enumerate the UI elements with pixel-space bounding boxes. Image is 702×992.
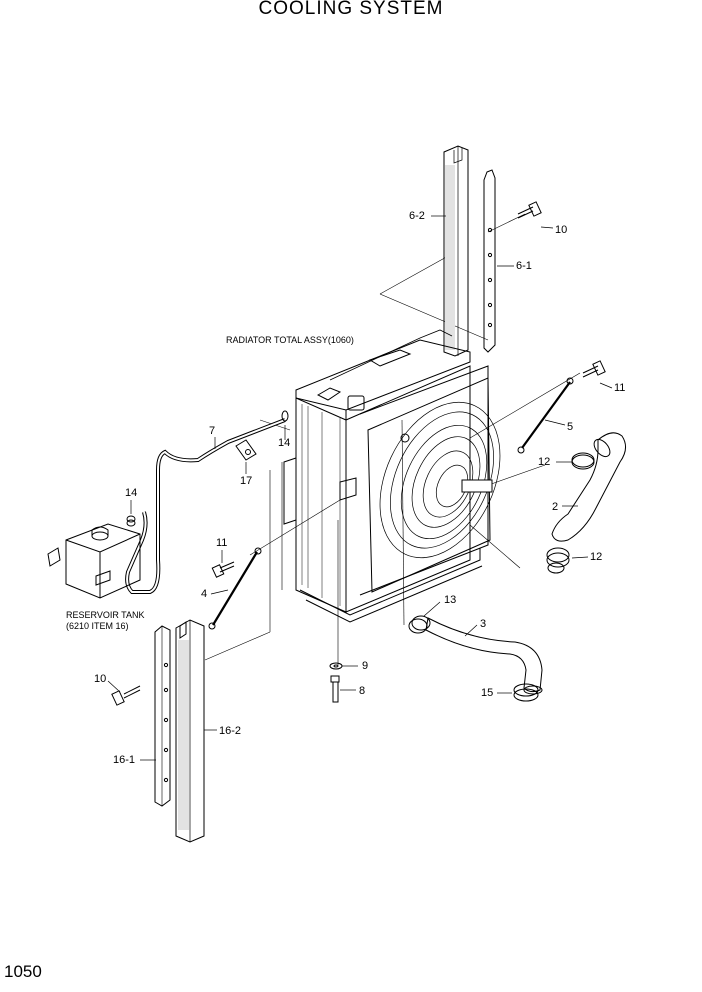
page-title: COOLING SYSTEM <box>258 0 444 19</box>
callout-6-1: 6-1 <box>516 260 532 272</box>
hose-clamp-12-top <box>571 452 595 470</box>
upper-hose-2 <box>551 432 626 542</box>
reservoir-tank <box>47 523 141 599</box>
hose-fitting-14-left <box>126 515 136 527</box>
callout-9: 9 <box>362 660 369 672</box>
reservoir-tank-note: RESERVOIR TANK <box>66 610 145 620</box>
bolt-10-left <box>111 685 141 706</box>
callout-10-left: 10 <box>94 673 107 685</box>
callout-10-top: 10 <box>555 224 568 236</box>
callout-14-left: 14 <box>125 487 138 499</box>
hose-clamp-13 <box>408 615 431 634</box>
callout-16-2: 16-2 <box>219 725 242 737</box>
callout-14-mid: 14 <box>278 437 291 449</box>
stay-rod-4 <box>208 547 262 630</box>
callout-8: 8 <box>359 685 366 697</box>
bolt-11-right <box>582 360 606 378</box>
callout-4: 4 <box>201 588 208 600</box>
callout-3: 3 <box>480 618 487 630</box>
upper-shroud-6-2 <box>443 145 469 357</box>
callout-13: 13 <box>444 594 457 606</box>
clip-17 <box>235 439 257 461</box>
side-bracket-6-1 <box>483 169 496 353</box>
overflow-pipe-7 <box>125 418 286 594</box>
washer-9 <box>329 662 343 670</box>
callout-12-bottom: 12 <box>590 551 603 563</box>
bolt-11-left <box>211 561 235 578</box>
callout-15: 15 <box>481 687 494 699</box>
hose-fitting-14-mid <box>281 410 289 422</box>
hose-clamp-15 <box>513 683 539 702</box>
hose-clamp-12-bottom <box>546 547 570 574</box>
reservoir-item-note: (6210 ITEM 16) <box>66 621 129 631</box>
callout-12-top: 12 <box>538 456 551 468</box>
radiator-assembly <box>281 329 501 623</box>
lower-shroud-16-2 <box>175 619 205 843</box>
callout-11-right: 11 <box>614 382 626 394</box>
bolt-8 <box>330 675 340 703</box>
page-number: 1050 <box>4 962 42 981</box>
stay-rod-5 <box>517 377 574 454</box>
lower-hose-3 <box>425 617 543 695</box>
lower-bracket-16-1 <box>154 625 171 807</box>
callout-2: 2 <box>552 501 559 513</box>
callout-6-2: 6-2 <box>409 210 425 222</box>
callout-11-left: 11 <box>216 537 228 549</box>
callout-7: 7 <box>209 425 216 437</box>
radiator-assembly-note: RADIATOR TOTAL ASSY(1060) <box>226 335 354 345</box>
callout-5: 5 <box>567 421 574 433</box>
callout-leaders <box>107 215 613 761</box>
callout-17: 17 <box>240 475 253 487</box>
bolt-10-top <box>517 201 542 219</box>
callout-16-1: 16-1 <box>113 754 136 766</box>
